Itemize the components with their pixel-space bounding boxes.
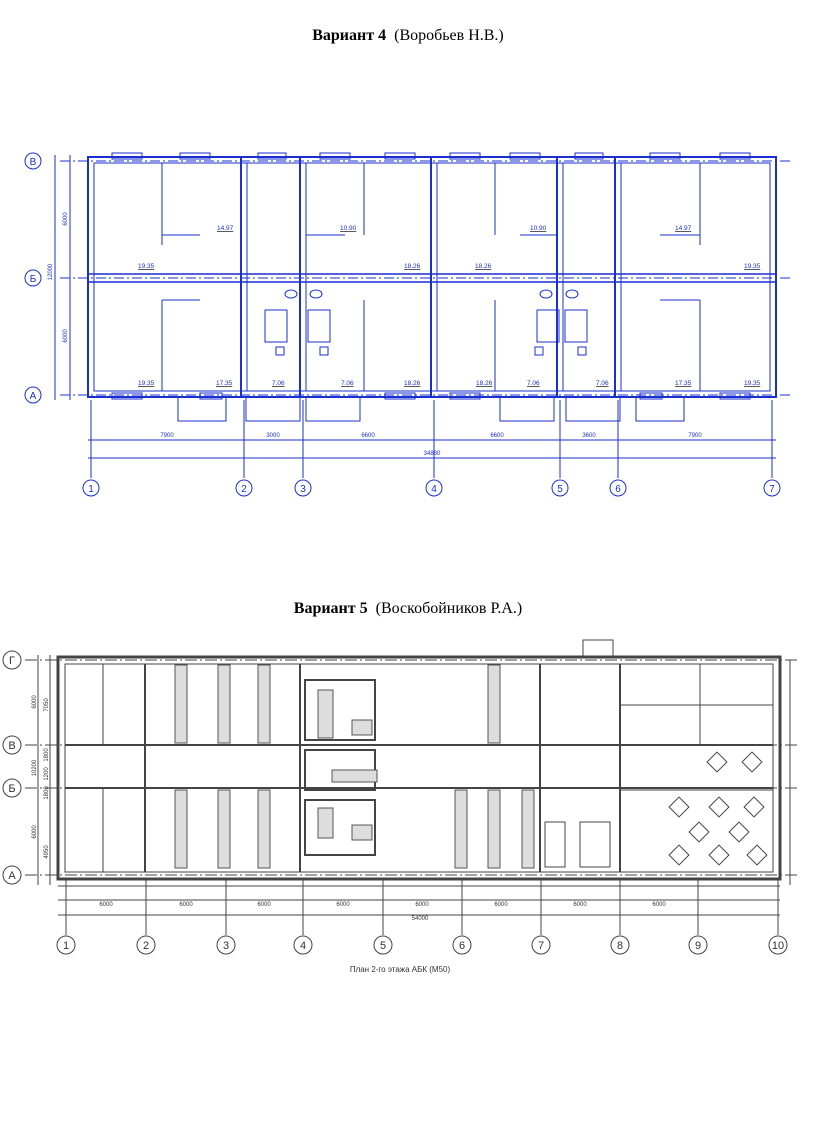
v5-dim-bay: 6000 bbox=[179, 902, 193, 908]
v5-dim-bay: 6000 bbox=[494, 902, 508, 908]
v5-dim-bay: 6000 bbox=[573, 902, 587, 908]
v4-axis-row-label: А bbox=[30, 391, 37, 402]
v5-dim-bay: 6000 bbox=[257, 902, 271, 908]
v4-room-area: 18.26 bbox=[476, 380, 493, 387]
v5-dim-left: 1200 bbox=[44, 767, 50, 781]
v4-dim-span: 6600 bbox=[490, 433, 504, 439]
v4-dim-span: 6600 bbox=[361, 433, 375, 439]
v5-axis-col-label: 8 bbox=[617, 940, 623, 952]
v4-axis-col-label: 6 bbox=[615, 484, 621, 495]
v4-room-area: 18.26 bbox=[404, 380, 421, 387]
variant4-floor-plan: В Б А 1 2 3 4 5 6 7 6000 12000 6000 7900… bbox=[24, 152, 790, 497]
v4-axis-col-label: 4 bbox=[431, 484, 437, 495]
variant4-title: Вариант 4 bbox=[312, 27, 387, 44]
v4-dim-vertical: 12000 bbox=[48, 263, 54, 280]
v5-dim-left: 4950 bbox=[44, 845, 50, 859]
v5-axis-row-label: А bbox=[8, 870, 16, 882]
v5-dim-total: 54000 bbox=[412, 916, 429, 922]
v4-axis-row-label: В bbox=[30, 157, 37, 168]
variant5-caption: Вариант 5 (Воскобойников Р.А.) bbox=[0, 600, 816, 618]
v4-room-area: 10.90 bbox=[340, 225, 357, 232]
v5-axis-row-label: Г bbox=[9, 655, 15, 667]
variant4-author: (Воробьев Н.В.) bbox=[394, 27, 504, 44]
v5-dim-bay: 6000 bbox=[99, 902, 113, 908]
v4-room-area: 19.35 bbox=[138, 380, 155, 387]
v5-axis-col-label: 2 bbox=[143, 940, 149, 952]
variant5-author: (Воскобойников Р.А.) bbox=[375, 600, 523, 617]
v5-axis-col-label: 1 bbox=[63, 940, 69, 952]
v4-room-area: 18.26 bbox=[404, 263, 421, 270]
v4-dim-total: 34880 bbox=[424, 451, 441, 457]
v4-axis-row-label: Б bbox=[30, 274, 37, 285]
v4-room-area: 19.35 bbox=[744, 380, 761, 387]
v5-axis-col-label: 7 bbox=[538, 940, 544, 952]
v4-room-area: 17.35 bbox=[216, 380, 233, 387]
v4-dim-span: 7900 bbox=[160, 433, 174, 439]
v4-axis-col-label: 3 bbox=[300, 484, 306, 495]
v4-room-area: 14.97 bbox=[675, 225, 692, 232]
v5-axis-col-label: 3 bbox=[223, 940, 229, 952]
v5-dim-left: 6000 bbox=[32, 825, 38, 839]
v4-dim-span: 3000 bbox=[266, 433, 280, 439]
v5-axis-col-label: 9 bbox=[695, 940, 701, 952]
v4-dim-span: 7900 bbox=[688, 433, 702, 439]
v5-axis-col-label: 6 bbox=[459, 940, 465, 952]
v5-dim-left: 10200 bbox=[32, 759, 38, 776]
v5-dim-left: 1800 bbox=[44, 748, 50, 762]
v5-dim-left: 7050 bbox=[44, 698, 50, 712]
v5-dim-bay: 6000 bbox=[336, 902, 350, 908]
v5-dim-left: 6000 bbox=[32, 695, 38, 709]
v4-room-area: 19.35 bbox=[744, 263, 761, 270]
v5-dim-bay: 6000 bbox=[415, 902, 429, 908]
v4-axis-col-label: 5 bbox=[557, 484, 563, 495]
v4-axis-col-label: 1 bbox=[88, 484, 94, 495]
v4-room-area: 7.06 bbox=[341, 380, 354, 387]
v4-room-area: 14.97 bbox=[217, 225, 234, 232]
v4-room-area: 17.35 bbox=[675, 380, 692, 387]
v4-axis-col-label: 2 bbox=[241, 484, 247, 495]
v4-axis-col-label: 7 bbox=[769, 484, 775, 495]
v4-dim-vertical: 6000 bbox=[63, 212, 69, 226]
v4-room-area: 18.26 bbox=[475, 263, 492, 270]
v5-plan-caption: План 2-го этажа АБК (М50) bbox=[350, 965, 451, 974]
v4-room-area: 7.06 bbox=[527, 380, 540, 387]
v4-room-area: 7.06 bbox=[596, 380, 609, 387]
variant4-caption: Вариант 4 (Воробьев Н.В.) bbox=[0, 27, 816, 45]
v5-axis-col-label: 4 bbox=[300, 940, 306, 952]
v5-dim-bay: 6000 bbox=[652, 902, 666, 908]
v5-axis-col-label: 5 bbox=[380, 940, 386, 952]
v5-axis-col-label: 10 bbox=[772, 940, 784, 952]
v5-axis-row-label: Б bbox=[8, 783, 15, 795]
variant5-title: Вариант 5 bbox=[293, 600, 368, 617]
v5-dim-left: 1800 bbox=[44, 786, 50, 800]
v5-axis-row-label: В bbox=[8, 740, 15, 752]
v4-room-area: 7.06 bbox=[272, 380, 285, 387]
v4-room-area: 19.35 bbox=[138, 263, 155, 270]
v4-room-area: 10.90 bbox=[530, 225, 547, 232]
v4-dim-vertical: 6000 bbox=[63, 329, 69, 343]
v4-dim-span: 3600 bbox=[582, 433, 596, 439]
